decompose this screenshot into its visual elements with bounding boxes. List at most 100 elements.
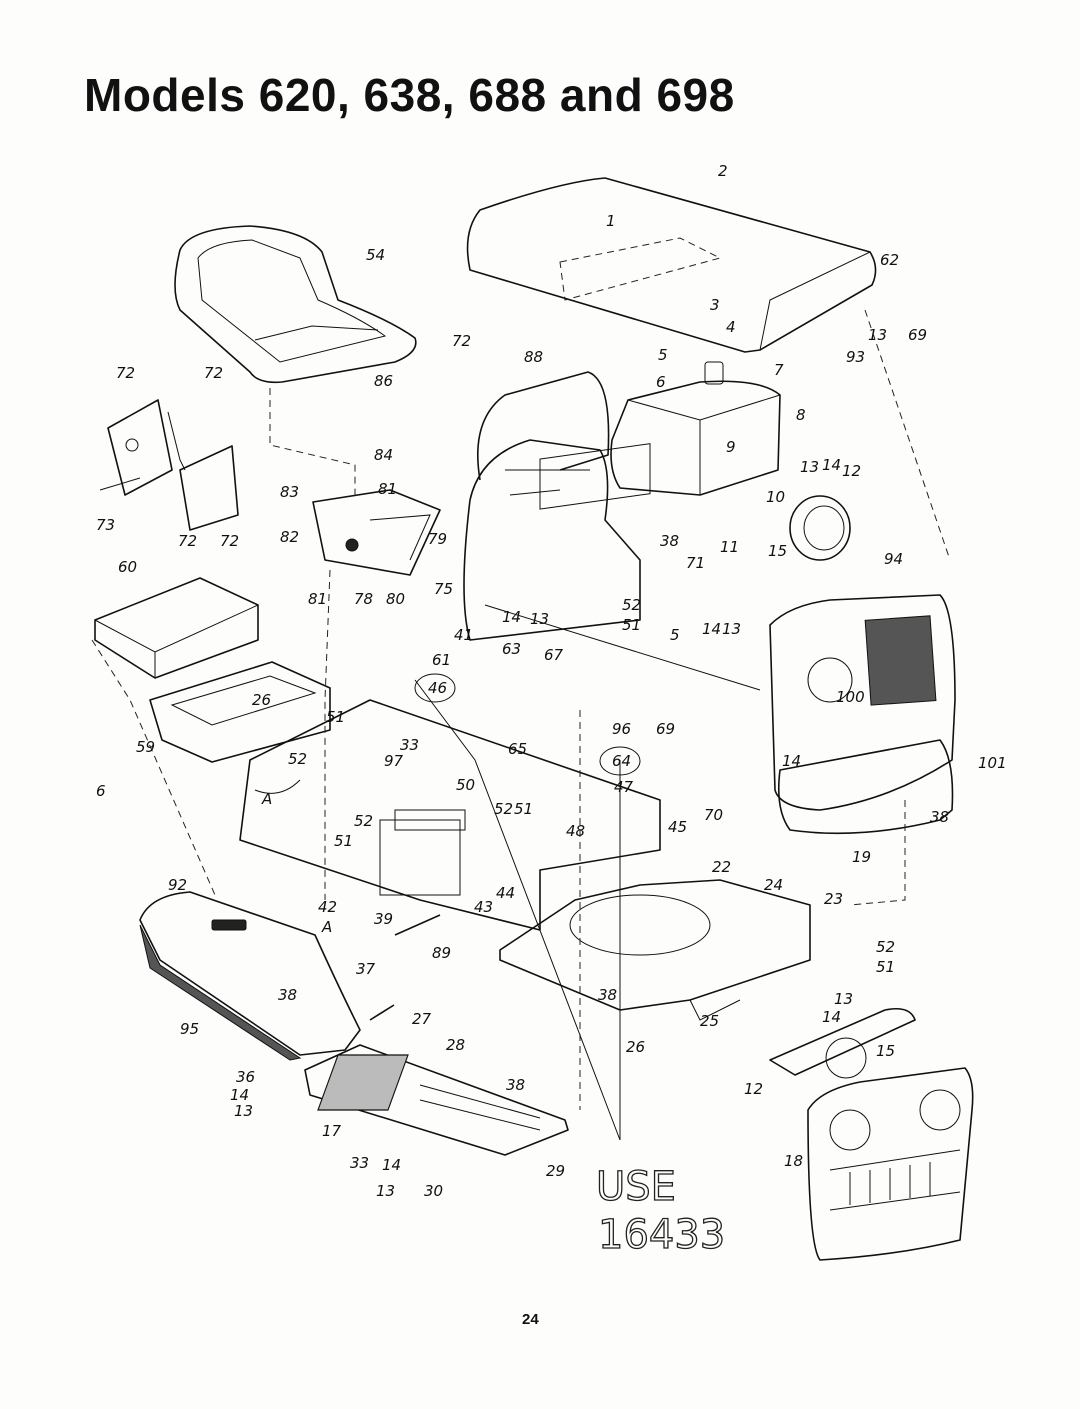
callout-label: 17 — [322, 1122, 342, 1140]
callout-label: 95 — [180, 1020, 199, 1038]
callout-label: 12 — [842, 462, 861, 480]
callout-label: 7 — [774, 361, 784, 379]
callout-label: A — [261, 790, 272, 808]
callout-label: 15 — [876, 1042, 895, 1060]
battery-tray-part — [149, 661, 331, 763]
callout-label: 93 — [846, 348, 865, 366]
callout-label: 52 — [876, 938, 895, 956]
callout-label: 69 — [656, 720, 675, 738]
callout-label: 88 — [524, 348, 543, 366]
callout-label: 52 — [354, 812, 373, 830]
callout-label: 82 — [280, 528, 299, 546]
callout-label: 25 — [700, 1012, 719, 1030]
handwritten-line-2: 16433 — [598, 1212, 725, 1258]
callout-label: 43 — [474, 898, 493, 916]
callout-label: 94 — [884, 550, 903, 568]
callout-label: 13 — [234, 1102, 253, 1120]
assembly-lines — [91, 309, 951, 1141]
callout-label: 14 — [382, 1156, 401, 1174]
callout-label: 13 — [800, 458, 819, 476]
hood-part — [466, 177, 877, 353]
callout-label: 11 — [720, 538, 739, 556]
callout-label: 96 — [612, 720, 631, 738]
callout-label: 63 — [502, 640, 521, 658]
callout-label: 69 — [908, 326, 927, 344]
lever-assembly-part — [99, 399, 239, 531]
callout-label: 78 — [354, 590, 373, 608]
callout-label: 70 — [704, 806, 723, 824]
ignition-bracket-part — [312, 489, 441, 576]
rods-part — [369, 604, 761, 1021]
callout-label: 13 — [868, 326, 887, 344]
callout-label: 65 — [508, 740, 527, 758]
callout-label: 42 — [318, 898, 337, 916]
seat-part — [174, 225, 417, 384]
circled-callouts — [414, 673, 641, 776]
callout-label: 26 — [626, 1038, 645, 1056]
callout-label: 80 — [386, 590, 405, 608]
callout-label: 28 — [446, 1036, 465, 1054]
callout-label: 71 — [686, 554, 705, 572]
callout-label: 13 — [722, 620, 741, 638]
callout-label: 12 — [744, 1080, 763, 1098]
callout-label: 6 — [96, 782, 106, 800]
callout-label: 51 — [876, 958, 895, 976]
callout-label: 72 — [178, 532, 197, 550]
fuel-tank-part — [610, 361, 781, 496]
callout-label: 38 — [506, 1076, 525, 1094]
handwritten-line-1: USE — [596, 1164, 676, 1210]
callout-label: 27 — [412, 1010, 432, 1028]
callout-label: 13 — [376, 1182, 395, 1200]
callout-label: 64 — [612, 752, 631, 770]
callout-label: 41 — [454, 626, 473, 644]
front-grille-part — [807, 1067, 974, 1261]
callout-label: 83 — [280, 483, 299, 501]
callout-label: 14 — [702, 620, 721, 638]
callout-label: 52 — [622, 596, 641, 614]
left-footrest-part — [139, 891, 361, 1061]
callout-label: 14 — [230, 1086, 249, 1104]
callout-label: 61 — [432, 651, 451, 669]
callout-label: 54 — [366, 246, 385, 264]
callout-label: 75 — [434, 580, 453, 598]
callout-label: 23 — [824, 890, 843, 908]
callout-label: 60 — [118, 558, 137, 576]
handwritten-note: USE 16433 — [595, 1163, 726, 1258]
callout-label: 81 — [378, 480, 397, 498]
grille-housing-part — [769, 594, 956, 835]
callout-label: 19 — [852, 848, 871, 866]
callout-label: 48 — [566, 822, 585, 840]
callout-label: 39 — [374, 910, 393, 928]
callout-label: 10 — [766, 488, 785, 506]
callout-label: 14 — [782, 752, 801, 770]
callout-label: 8 — [796, 406, 806, 424]
callout-label: 3 — [710, 296, 720, 314]
callout-label: 73 — [96, 516, 115, 534]
callout-label: 38 — [660, 532, 679, 550]
callout-label: 26 — [252, 691, 271, 709]
callout-label: 22 — [712, 858, 731, 876]
callout-label: 51 — [334, 832, 353, 850]
headlight-part — [789, 495, 851, 561]
callout-label: 51 — [622, 616, 641, 634]
callout-label: 81 — [308, 590, 327, 608]
callout-label: 52 — [494, 800, 513, 818]
callout-label: 72 — [452, 332, 471, 350]
callout-label: 18 — [784, 1152, 803, 1170]
callout-label: 72 — [204, 364, 223, 382]
callout-label: 100 — [836, 688, 865, 706]
callout-label: 38 — [598, 986, 617, 1004]
callout-label: 44 — [496, 884, 515, 902]
fender-frame-part — [499, 879, 811, 1021]
callout-label: 29 — [546, 1162, 565, 1180]
callout-label: 45 — [668, 818, 687, 836]
callout-label: 72 — [116, 364, 135, 382]
callout-label: 36 — [236, 1068, 255, 1086]
callout-label: 30 — [424, 1182, 443, 1200]
page-number: 24 — [522, 1311, 539, 1328]
callout-label: A — [321, 918, 332, 936]
callout-label: 38 — [930, 808, 949, 826]
callout-label: 84 — [374, 446, 393, 464]
